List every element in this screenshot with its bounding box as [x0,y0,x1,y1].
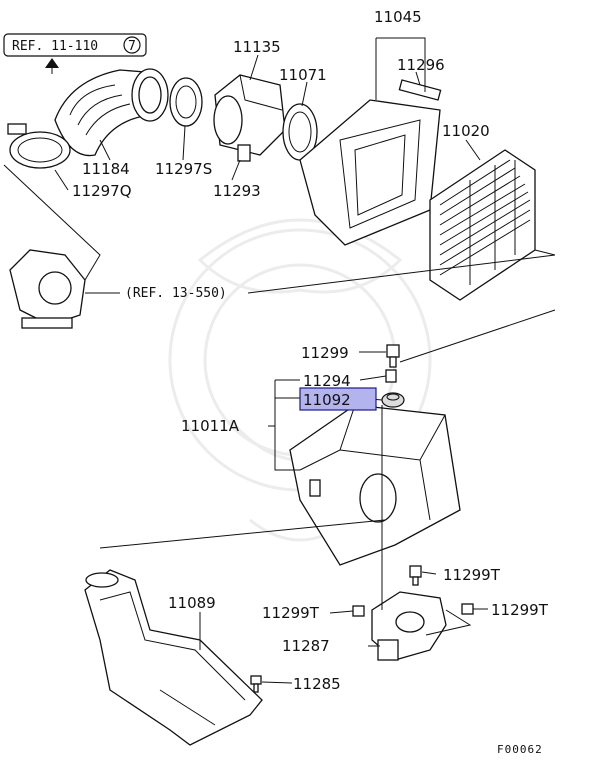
hose-clamp-11297q[interactable] [7,123,71,169]
bolt-11299[interactable] [386,344,400,368]
label-11285[interactable]: 11285 [293,675,341,693]
label-11011a[interactable]: 11011A [181,417,240,435]
label-11089[interactable]: 11089 [168,594,216,612]
air-intake-hose-11184[interactable] [54,68,169,157]
ref-arrow-head [45,58,59,68]
hose-clamp-11297s[interactable] [169,77,203,127]
label-11135[interactable]: 11135 [233,38,281,56]
label-11296[interactable]: 11296 [397,56,445,74]
bolt-11299t-b[interactable] [352,605,365,617]
bolt-11299t-c[interactable] [461,603,474,615]
label-11299t-c[interactable]: 11299T [491,601,549,619]
air-flow-sensor-11135[interactable] [213,74,286,162]
ref-11-110-text: REF. 11-110 [12,39,98,54]
collar-11294[interactable] [385,369,397,383]
ref-11-110-callout[interactable]: REF. 11-110 7 [3,33,147,57]
label-11299t-b[interactable]: 11299T [262,604,320,622]
label-11071[interactable]: 11071 [279,66,327,84]
label-11184[interactable]: 11184 [82,160,130,178]
leader-lines [3,37,556,684]
bracket-11287[interactable] [371,591,447,661]
label-11299[interactable]: 11299 [301,344,349,362]
air-filter-element-11020[interactable] [429,149,536,301]
label-11299t-a[interactable]: 11299T [443,566,501,584]
screw-11285[interactable] [250,675,262,693]
air-cleaner-cover-11045[interactable] [299,79,442,246]
bolt-11299t-a[interactable] [409,565,422,586]
label-11297s[interactable]: 11297S [155,160,212,178]
throttle-body-reference[interactable] [9,249,86,329]
ref-13-550-text[interactable]: (REF. 13-550) [125,286,227,301]
highlight-11092 [299,387,377,411]
air-cleaner-housing-11011a[interactable] [289,404,461,566]
label-11020[interactable]: 11020 [442,122,490,140]
label-11293[interactable]: 11293 [213,182,261,200]
label-11092[interactable]: 11092 [303,391,351,409]
air-intake-duct-11089[interactable] [84,569,263,746]
grommet-11092[interactable] [381,392,405,408]
label-11297q[interactable]: 11297Q [72,182,132,200]
label-11287[interactable]: 11287 [282,637,330,655]
ref-circle-number: 7 [128,39,136,54]
label-11045[interactable]: 11045 [374,8,422,26]
label-11294[interactable]: 11294 [303,372,351,390]
figure-id: F00062 [497,743,543,756]
